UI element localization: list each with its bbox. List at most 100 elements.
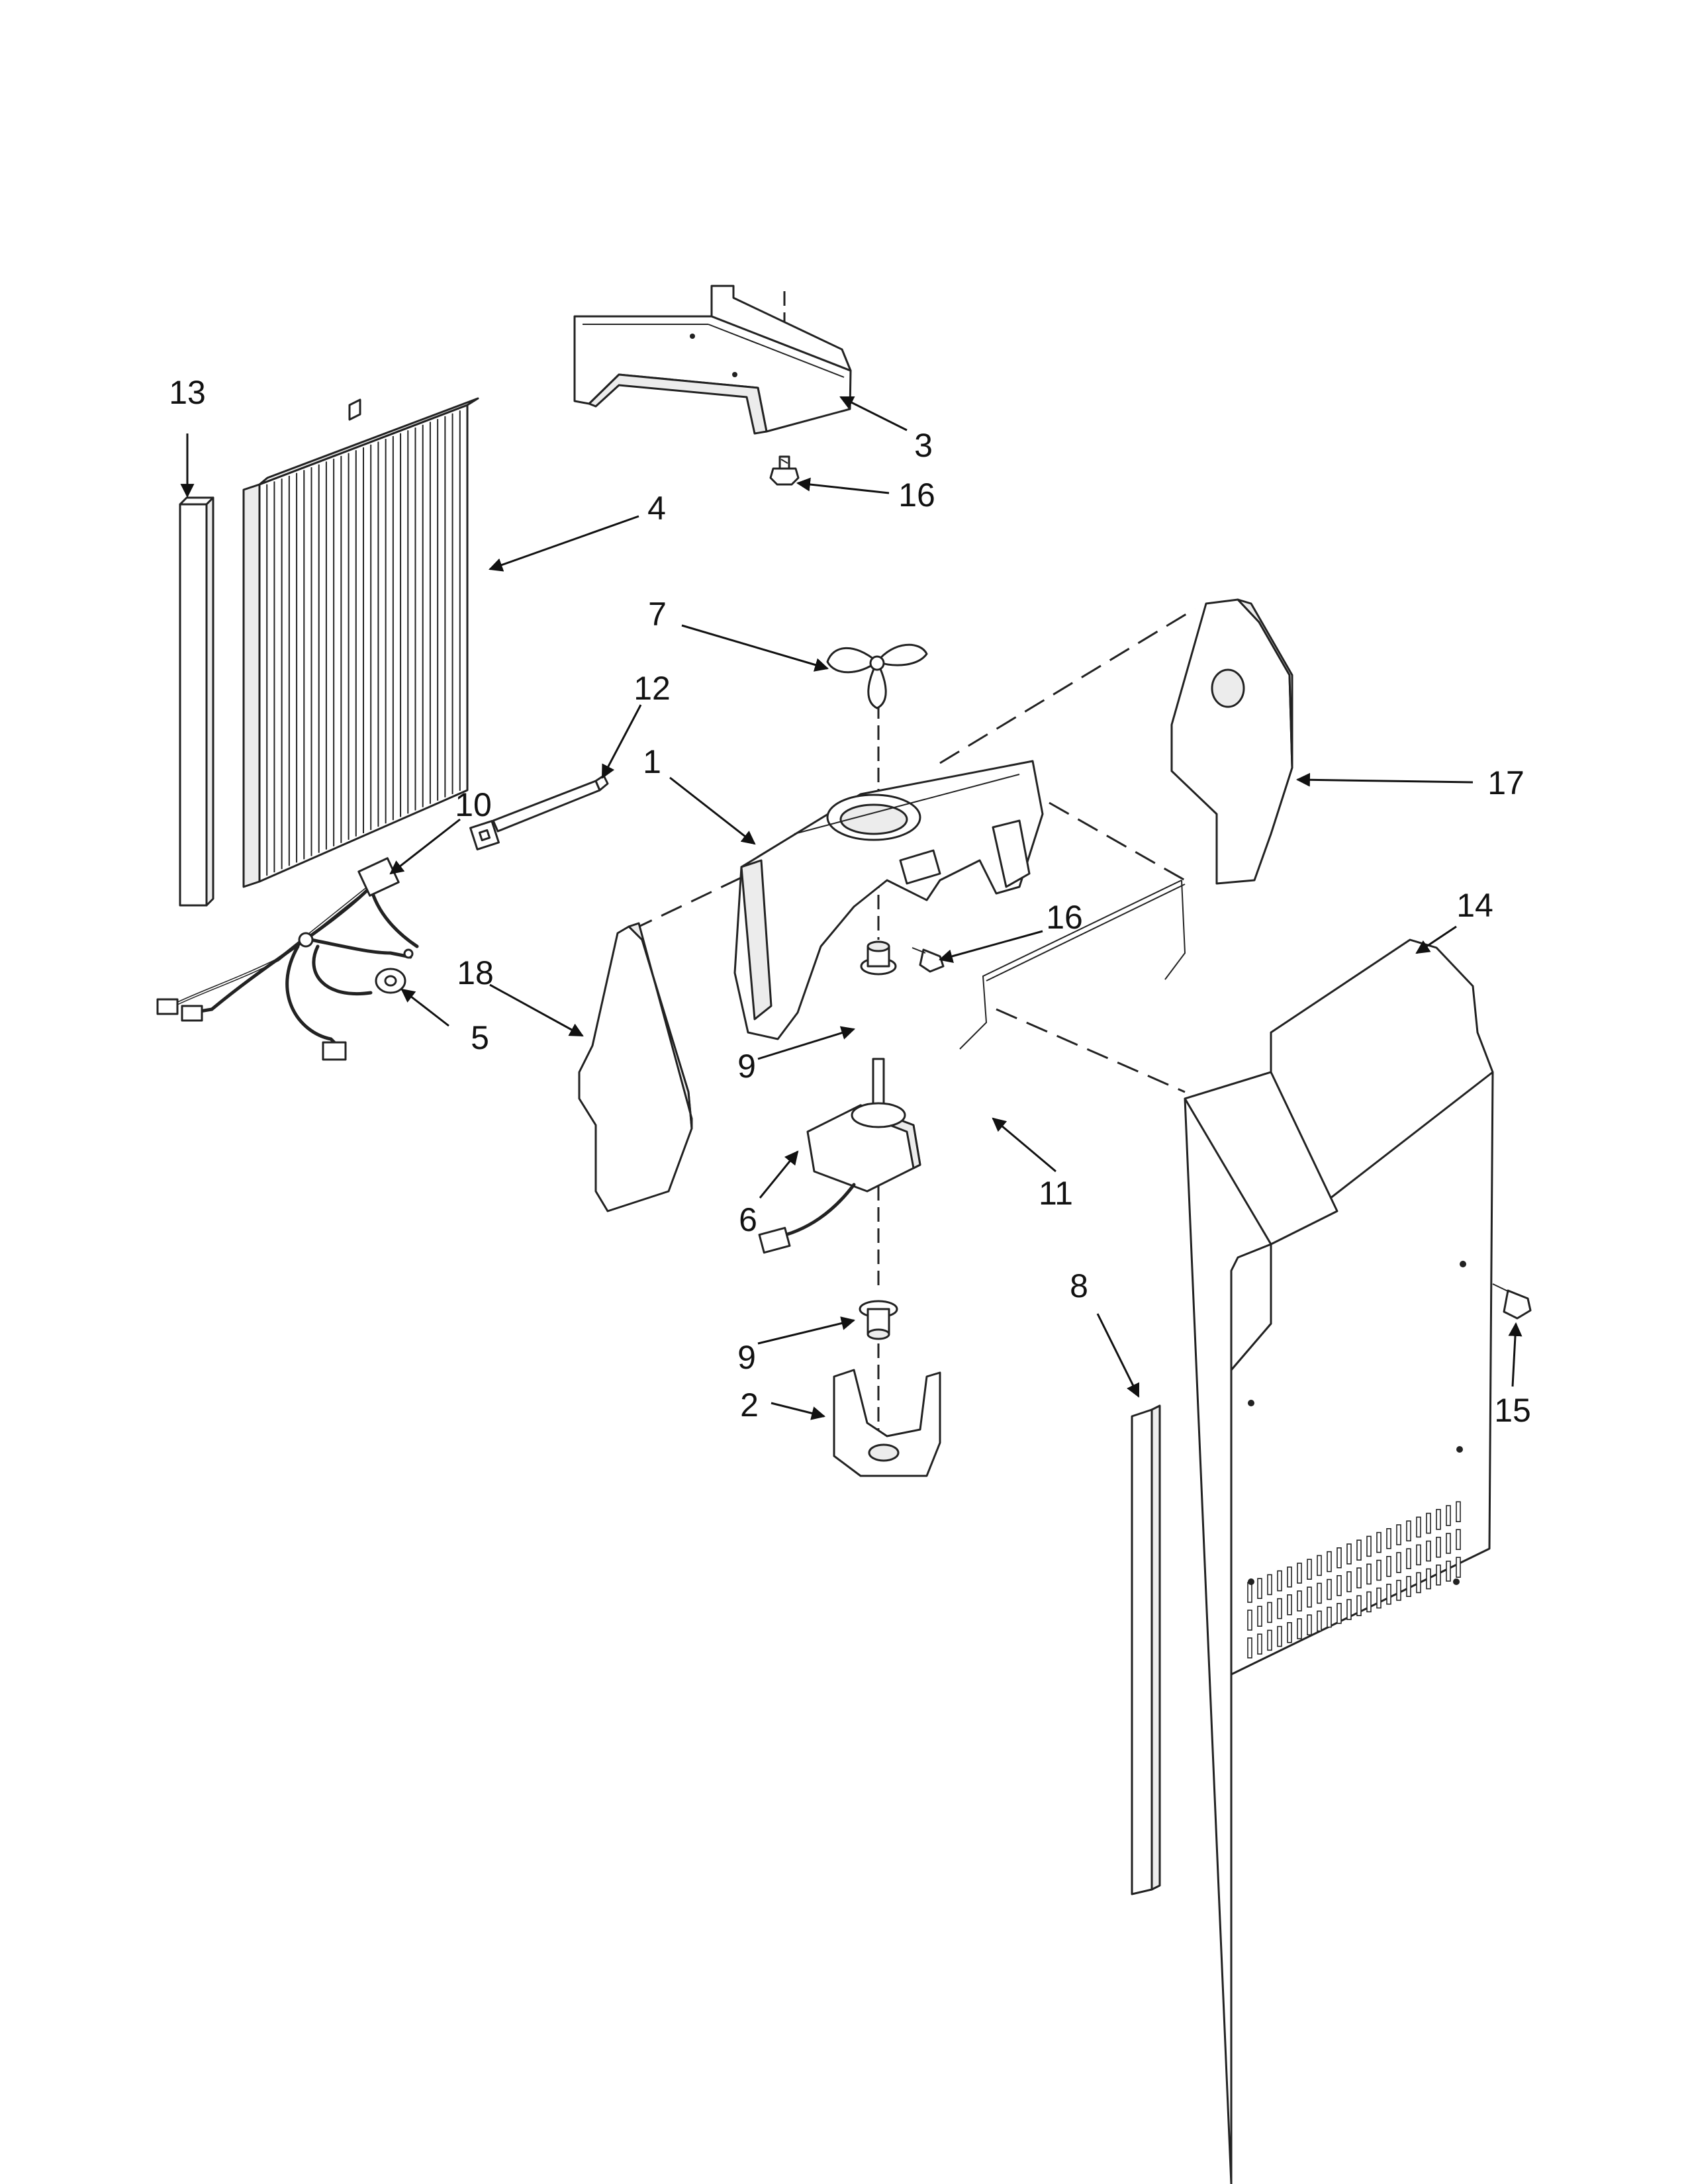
callout-11: 11 <box>1039 1175 1073 1212</box>
vent-slot <box>1287 1594 1292 1615</box>
vent-slot <box>1257 1606 1262 1627</box>
vent-slot <box>1436 1509 1441 1530</box>
vent-slot <box>1336 1575 1342 1596</box>
part-16-screw-middle <box>912 947 945 973</box>
vent-slot <box>1366 1591 1372 1613</box>
callout-labels: 13 3 16 4 7 12 1 17 10 16 14 18 5 9 11 6… <box>169 374 1531 1429</box>
vent-slot <box>1327 1578 1332 1600</box>
vent-slot <box>1277 1598 1282 1619</box>
part-18-baffle <box>578 922 693 1212</box>
vent-slot <box>1416 1572 1421 1594</box>
callout-9-lower: 9 <box>737 1339 756 1376</box>
vent-slot <box>1416 1544 1421 1566</box>
vent-slot <box>1406 1520 1411 1541</box>
vent-slot <box>1446 1533 1451 1554</box>
callout-1: 1 <box>643 743 661 780</box>
callout-6: 6 <box>739 1201 757 1238</box>
vent-slot <box>1386 1584 1391 1605</box>
vent-slot <box>1396 1524 1401 1545</box>
part-10-wire-harness <box>156 857 419 1061</box>
vent-slot <box>1346 1599 1352 1620</box>
part-4-ribbed-panel <box>242 397 479 888</box>
callout-9-upper: 9 <box>737 1048 756 1085</box>
vent-slot <box>1317 1610 1322 1632</box>
part-5-grommet <box>375 968 406 994</box>
vent-slot <box>1356 1567 1362 1588</box>
callout-7: 7 <box>648 596 667 633</box>
part-13-strip <box>179 496 214 907</box>
vent-slot <box>1336 1603 1342 1624</box>
vent-slot <box>1386 1556 1391 1577</box>
callout-13: 13 <box>169 374 206 411</box>
part-7-fan-blade <box>826 643 928 709</box>
vent-slot <box>1456 1529 1461 1550</box>
callout-4: 4 <box>647 490 666 527</box>
vent-slot <box>1376 1559 1382 1581</box>
callout-16-upper: 16 <box>898 477 935 514</box>
vent-slot <box>1376 1531 1382 1553</box>
part-11-wire-bracket <box>959 880 1186 1050</box>
vent-slot <box>1456 1557 1461 1578</box>
vent-slot <box>1426 1540 1431 1562</box>
vent-slot <box>1336 1547 1342 1569</box>
vent-slot <box>1297 1618 1302 1639</box>
vent-slot <box>1446 1561 1451 1582</box>
vent-slot <box>1366 1535 1372 1557</box>
part-6-fan-motor <box>758 1058 921 1254</box>
part-12-cable-tie <box>469 774 609 850</box>
part-1-fan-shroud <box>733 760 1044 1040</box>
vent-slot <box>1356 1595 1362 1616</box>
part-16-screw-upper <box>769 455 800 486</box>
vent-slot <box>1327 1606 1332 1628</box>
vent-slot <box>1257 1633 1262 1655</box>
vent-slot <box>1257 1578 1262 1599</box>
vent-slot <box>1277 1570 1282 1592</box>
vent-slot <box>1386 1528 1391 1549</box>
vent-slot <box>1446 1505 1451 1526</box>
leader-lines <box>180 396 1523 1420</box>
callout-16-middle: 16 <box>1046 899 1083 936</box>
callout-10: 10 <box>455 786 492 823</box>
part-9-bushing-upper <box>860 940 897 976</box>
vent-slot <box>1416 1516 1421 1538</box>
vent-slot <box>1247 1637 1252 1659</box>
callout-18: 18 <box>457 954 494 991</box>
part-14-rear-panel <box>1184 938 1494 2184</box>
callout-5: 5 <box>471 1019 489 1056</box>
vent-slot <box>1267 1602 1272 1623</box>
vent-slot <box>1406 1548 1411 1569</box>
vent-slot <box>1267 1574 1272 1596</box>
vent-slot <box>1287 1567 1292 1588</box>
vent-slot <box>1247 1582 1252 1603</box>
vent-slot <box>1307 1586 1312 1608</box>
callout-2: 2 <box>740 1387 759 1424</box>
vent-slot <box>1277 1625 1282 1647</box>
vent-slot <box>1317 1555 1322 1576</box>
vent-slot <box>1247 1610 1252 1631</box>
vent-slot <box>1436 1537 1441 1558</box>
vent-slot <box>1356 1539 1362 1561</box>
vent-slot <box>1396 1552 1401 1573</box>
part-2-motor-bracket <box>833 1369 941 1477</box>
part-8-strip <box>1131 1404 1161 1895</box>
callout-15: 15 <box>1494 1392 1531 1429</box>
vent-slot <box>1456 1501 1461 1522</box>
vent-slot <box>1317 1582 1322 1604</box>
vent-slot <box>1307 1559 1312 1580</box>
callout-3: 3 <box>914 427 933 464</box>
vent-slot <box>1366 1563 1372 1585</box>
vent-slot <box>1346 1571 1352 1592</box>
vent-slot <box>1297 1590 1302 1612</box>
callout-17: 17 <box>1487 764 1524 801</box>
callout-12: 12 <box>633 670 671 707</box>
vent-slot <box>1406 1576 1411 1597</box>
part-3-top-shroud <box>573 285 852 435</box>
part-17-baffle <box>1170 598 1293 885</box>
vent-slot <box>1376 1587 1382 1609</box>
vent-slot <box>1426 1512 1431 1534</box>
callout-8: 8 <box>1070 1267 1088 1304</box>
vent-slot <box>1297 1563 1302 1584</box>
part-15-screw <box>1492 1283 1532 1320</box>
vent-slot <box>1307 1614 1312 1635</box>
